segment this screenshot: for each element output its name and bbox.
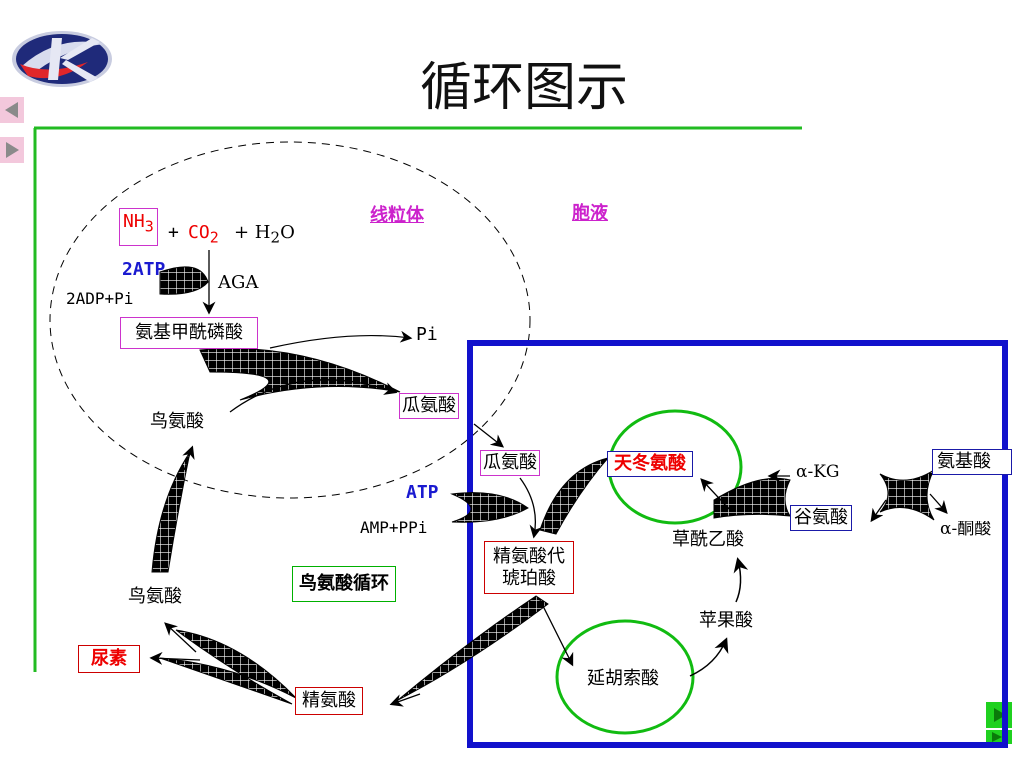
amino-acid-box: 氨基酸 xyxy=(932,449,1012,475)
atp-2-label: 2ATP xyxy=(122,259,166,280)
aga-label: AGA xyxy=(218,272,259,293)
co2-label: CO2 xyxy=(188,222,219,247)
citrulline-mito-box: 瓜氨酸 xyxy=(399,393,459,419)
argininosuccinate-line2: 琥珀酸 xyxy=(502,567,556,589)
company-logo xyxy=(12,31,112,87)
amino-acid-exchange-arrow xyxy=(879,468,936,521)
nh3-box: NH3 xyxy=(119,208,158,246)
nh3-text: NH xyxy=(123,211,145,232)
argininosuccinate-box: 精氨酸代 琥珀酸 xyxy=(484,541,574,595)
arginine-box: 精氨酸 xyxy=(295,687,363,715)
mitochondria-label[interactable]: 线粒体 xyxy=(370,205,424,226)
amp-ppi-label: AMP+PPi xyxy=(360,518,428,537)
adp-pi-label: 2ADP+Pi xyxy=(66,289,134,308)
glutamate-box: 谷氨酸 xyxy=(790,505,852,531)
argininosuccinate-formation-arrow xyxy=(539,457,610,535)
keto-acid-label: α-酮酸 xyxy=(940,521,992,538)
ornithine-cycle-label: 鸟氨酸循环 xyxy=(292,566,396,602)
cytosol-label[interactable]: 胞液 xyxy=(572,203,608,224)
triangle-left-icon xyxy=(5,102,18,118)
atp-label: ATP xyxy=(406,482,439,503)
ornithine-cyto-label: 鸟氨酸 xyxy=(128,586,182,607)
pi-label: Pi xyxy=(416,324,438,345)
citrulline-formation-arrow xyxy=(199,347,401,401)
slide-title: 循环图示 xyxy=(420,58,629,118)
h2o-label: + H2O xyxy=(234,222,295,247)
argininosuccinate-line1: 精氨酸代 xyxy=(493,546,565,567)
fumarate-highlight-circle xyxy=(555,619,695,735)
malate-label: 苹果酸 xyxy=(699,610,753,631)
transamination-arrow xyxy=(713,477,791,519)
atp-to-amp-arrow xyxy=(450,492,529,523)
prev-slide-button[interactable] xyxy=(0,97,24,123)
urea-box: 尿素 xyxy=(78,645,140,673)
oxaloacetate-label: 草酰乙酸 xyxy=(672,529,744,550)
cytosol-frame xyxy=(467,340,1008,748)
fumarate-to-malate-arrow xyxy=(689,637,729,677)
atp-consumption-arrow xyxy=(159,266,209,295)
citrulline-transport-arrow xyxy=(473,423,505,448)
malate-to-oxaloacetate-arrow xyxy=(733,557,749,603)
triangle-right-icon xyxy=(6,142,19,158)
arginine-hydrolysis-arrow xyxy=(159,629,297,705)
akg-label: α-KG xyxy=(796,462,840,482)
fumarate-label: 延胡索酸 xyxy=(587,668,659,689)
next-slide-button[interactable] xyxy=(0,137,24,163)
carbamoyl-phosphate-box: 氨基甲酰磷酸 xyxy=(120,317,258,349)
citrulline-cyto-box: 瓜氨酸 xyxy=(480,450,540,476)
mitochondria-boundary xyxy=(49,141,531,499)
aspartate-box: 天冬氨酸 xyxy=(607,451,693,477)
ornithine-mito-label: 鸟氨酸 xyxy=(150,411,204,432)
plus-sign-1: + xyxy=(168,222,179,243)
